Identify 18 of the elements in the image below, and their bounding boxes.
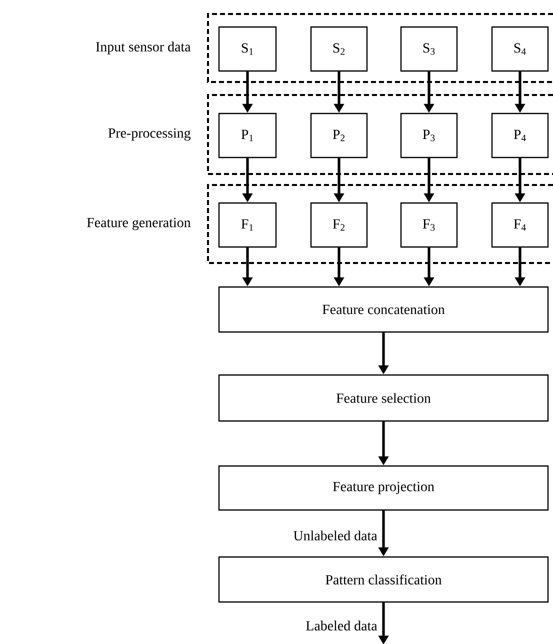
process-box: P$_{4}$	[491, 112, 549, 158]
process-box: S$_{2}$	[310, 26, 368, 72]
process-box: F$_{4}$	[491, 202, 549, 248]
process-box: S$_{3}$	[400, 26, 458, 72]
process-box: F$_{1}$	[218, 202, 277, 248]
process-box: F$_{3}$	[400, 202, 458, 248]
process-box: Pattern classification	[218, 556, 549, 603]
process-box: S$_{1}$	[218, 26, 277, 72]
process-box: F$_{2}$	[310, 202, 368, 248]
process-box: Feature concatenation	[218, 286, 549, 333]
process-box: Feature projection	[218, 465, 549, 511]
process-box: S$_{4}$	[491, 26, 549, 72]
process-box: P$_{1}$	[218, 112, 277, 158]
process-box: P$_{2}$	[310, 112, 368, 158]
process-box: P$_{3}$	[400, 112, 458, 158]
edge-label: Unlabeled data	[292, 530, 378, 542]
process-box: Feature selection	[218, 374, 549, 422]
edge-label: Labeled data	[304, 620, 378, 632]
